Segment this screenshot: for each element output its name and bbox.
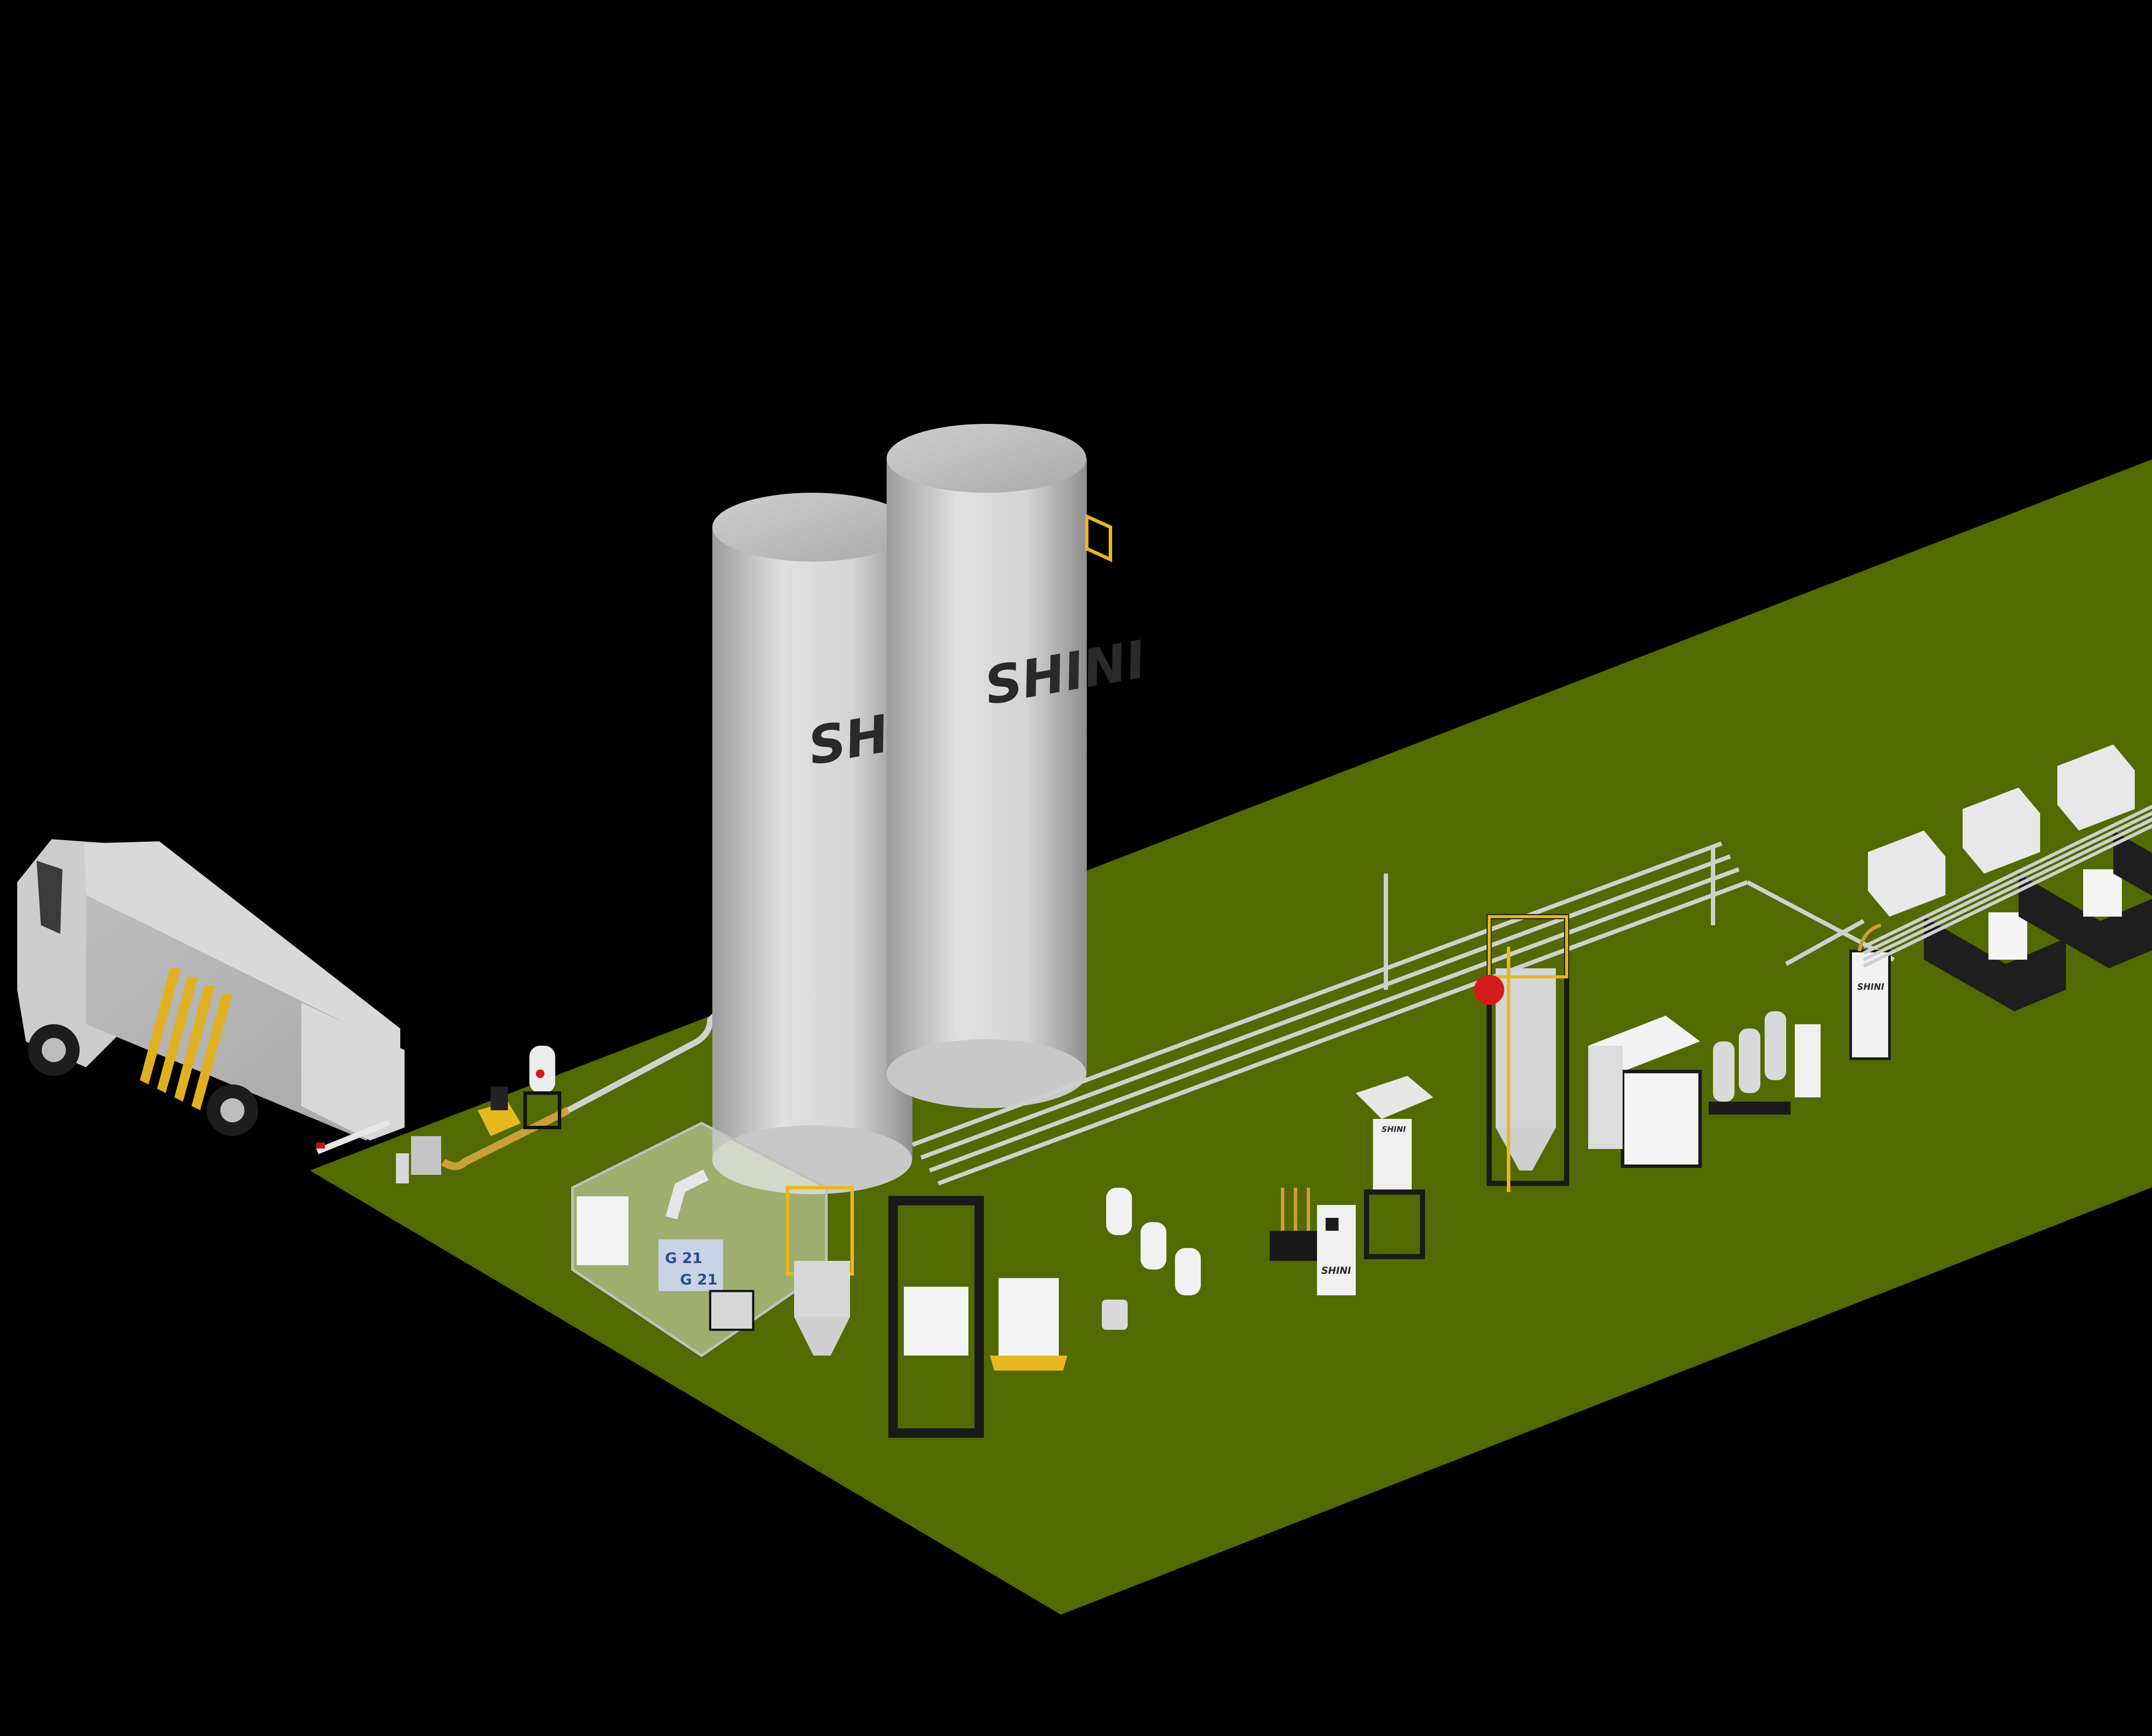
desiccant-dehumidifier[interactable] xyxy=(1588,1016,1702,1168)
hubcap xyxy=(42,1038,66,1062)
injection-machine-3[interactable] xyxy=(2057,744,2152,925)
truck-box-top xyxy=(84,841,400,1050)
truck-stripes xyxy=(140,968,232,1110)
machine-feed-pipes xyxy=(1863,804,2152,968)
small-hopper xyxy=(709,1290,754,1331)
production-floor xyxy=(310,459,2152,1615)
silo-1[interactable]: SHINI xyxy=(712,493,974,1194)
conveying-line-main xyxy=(566,1013,717,1113)
conveying-pipes xyxy=(912,841,1895,1186)
silo-2[interactable]: SHINI xyxy=(887,424,1150,1108)
control-cabinet[interactable]: SHINI xyxy=(1317,1205,1356,1295)
bulk-bag-pallet[interactable] xyxy=(990,1278,1067,1371)
gravimetric-blender[interactable]: SHINI xyxy=(1356,1076,1433,1259)
drying-hopper-tower[interactable] xyxy=(1474,914,1569,1192)
silo-platform xyxy=(1085,513,1112,562)
roots-blower[interactable] xyxy=(478,1087,521,1136)
bag-pallet xyxy=(659,1239,723,1291)
injection-machine-1[interactable] xyxy=(1868,831,2066,1011)
bulk-bag-dump-station[interactable] xyxy=(786,1186,854,1356)
hubcap xyxy=(220,1098,244,1122)
manifold-logo: SHINI xyxy=(1857,982,1884,992)
cabinet-logo: SHINI xyxy=(1321,1266,1351,1276)
delivery-truck[interactable] xyxy=(17,839,405,1155)
distribution-station[interactable] xyxy=(1270,1188,1317,1261)
truck-window xyxy=(37,861,62,934)
compact-dryer-set[interactable] xyxy=(1709,1011,1821,1115)
hopper-box xyxy=(577,1196,628,1265)
robot-arm xyxy=(665,1169,709,1220)
bulk-bag-unloader[interactable] xyxy=(888,1196,984,1438)
tail-light xyxy=(316,1143,325,1149)
coupling-manifold-cabinet[interactable]: SHINI xyxy=(1849,924,1891,1060)
blender-logo: SHINI xyxy=(1382,1125,1406,1134)
bag-print: G 21 xyxy=(680,1271,717,1288)
truck-box-rear xyxy=(301,1003,405,1140)
cyclone-receiver[interactable] xyxy=(523,1046,561,1129)
rear-bumper xyxy=(316,1119,390,1155)
robotic-bag-cell[interactable]: G 21 G 21 xyxy=(571,1121,828,1357)
vacuum-receivers[interactable] xyxy=(1102,1188,1201,1330)
injection-machine-2[interactable] xyxy=(1963,788,2152,968)
unloading-station[interactable] xyxy=(396,1106,570,1183)
bag-print: G 21 xyxy=(665,1250,702,1267)
